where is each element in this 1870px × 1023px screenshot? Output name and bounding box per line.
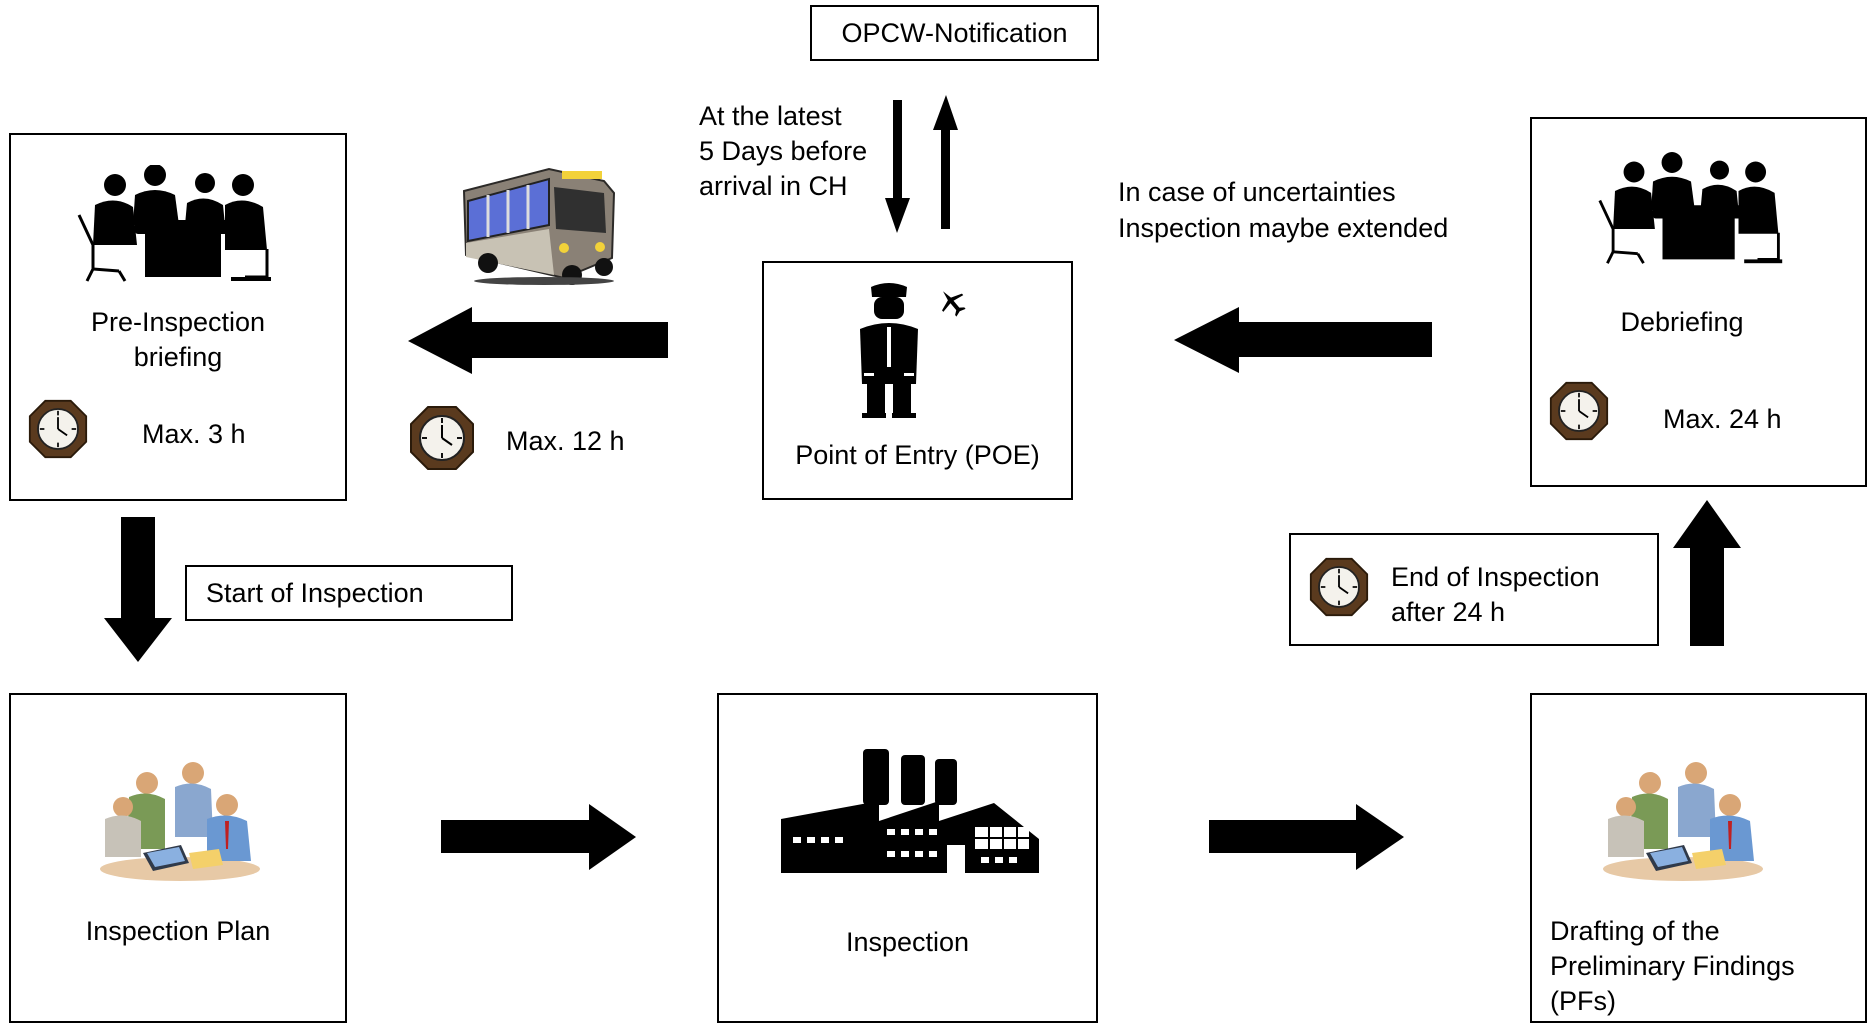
arrow-notification-down [885, 100, 910, 233]
end-of-inspection-line-2: after 24 h [1391, 597, 1506, 627]
arrow-inspection-to-drafting [1209, 804, 1404, 870]
arrow-debriefing-to-poe [1174, 307, 1432, 373]
timing-note-line-3: arrival in CH [699, 171, 848, 201]
start-of-inspection-label: Start of Inspection [206, 578, 424, 608]
inspection-plan-box: Inspection Plan [9, 693, 347, 1023]
arrow-drafting-to-debriefing [1673, 500, 1741, 646]
arrow-plan-to-inspection [441, 804, 636, 870]
inspection-box: Inspection [717, 693, 1098, 1023]
debriefing-label: Debriefing [1620, 307, 1744, 337]
pre-briefing-line-1: Pre-Inspection [90, 307, 266, 337]
drafting-line-3: (PFs) [1550, 986, 1616, 1016]
start-of-inspection-box: Start of Inspection [185, 565, 513, 621]
drafting-box: Drafting of the Preliminary Findings (PF… [1530, 693, 1867, 1023]
extension-note-line-1: In case of uncertainties [1118, 177, 1396, 207]
timing-note-line-1: At the latest [699, 101, 842, 131]
airplane-icon [942, 291, 966, 317]
timing-note-line-2: 5 Days before [699, 136, 868, 166]
pilot-icon [860, 283, 918, 418]
inspection-plan-label: Inspection Plan [85, 916, 271, 946]
debriefing-box: Debriefing Max. 24 h [1530, 117, 1867, 487]
arrow-notification-up [933, 95, 958, 229]
bus-icon [462, 167, 616, 285]
team-at-desk-icon [1603, 762, 1763, 881]
arrow-briefing-to-plan [104, 517, 172, 662]
drafting-line-2: Preliminary Findings [1550, 951, 1795, 981]
debriefing-duration: Max. 24 h [1663, 404, 1782, 434]
factory-icon [781, 749, 1039, 873]
clock-icon [1309, 557, 1369, 617]
pre-briefing-line-2: briefing [133, 342, 223, 372]
team-at-desk-icon [100, 762, 260, 881]
arrow-poe-to-briefing [408, 307, 668, 374]
pre-briefing-box: Pre-Inspection briefing Max. 3 h [9, 133, 347, 501]
transfer-duration: Max. 12 h [506, 426, 625, 456]
poe-label: Point of Entry (POE) [795, 440, 1040, 470]
meeting-icon [1598, 152, 1783, 264]
inspection-label: Inspection [845, 927, 970, 957]
transfer-clock-icon [410, 406, 474, 470]
extension-note-line-2: Inspection maybe extended [1118, 213, 1449, 243]
poe-box: Point of Entry (POE) [762, 261, 1073, 500]
meeting-icon [77, 165, 271, 282]
clock-icon [1549, 381, 1609, 441]
notification-label: OPCW-Notification [841, 18, 1068, 48]
drafting-line-1: Drafting of the [1550, 916, 1720, 946]
pre-briefing-duration: Max. 3 h [142, 419, 246, 449]
end-of-inspection-box: End of Inspection after 24 h [1289, 533, 1659, 646]
clock-icon [28, 399, 88, 459]
notification-box: OPCW-Notification [810, 5, 1099, 61]
end-of-inspection-line-1: End of Inspection [1391, 562, 1600, 592]
